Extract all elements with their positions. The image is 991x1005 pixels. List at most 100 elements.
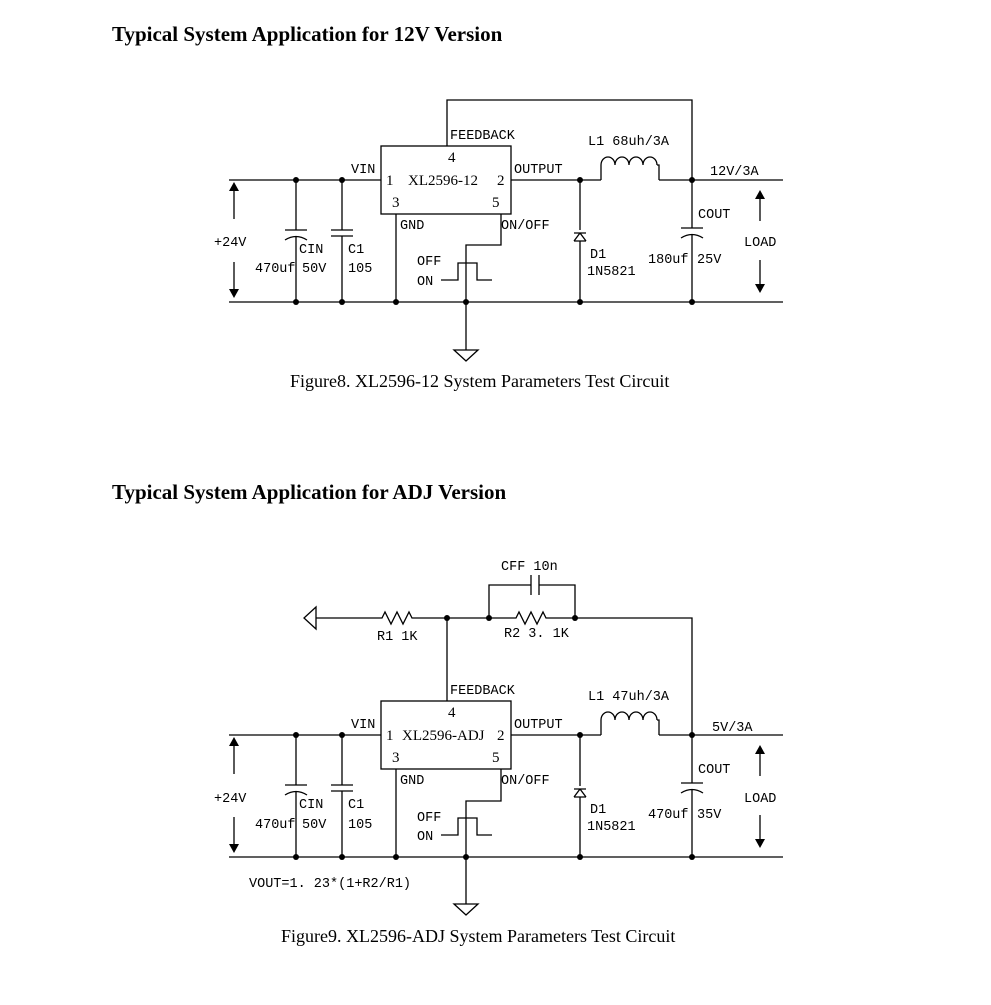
pin-4: 4 [448,150,456,166]
junction-dot [293,177,299,183]
junction-dot [339,299,345,305]
r1-label: R1 1K [377,630,418,645]
onoff-pulse-icon [441,817,492,836]
pin-5: 5 [492,195,500,211]
junction-dot [486,615,492,621]
d1-diode [573,180,587,302]
load-label: LOAD [744,792,776,807]
l1-label: L1 68uh/3A [588,135,670,150]
junction-dot [463,854,469,860]
r2-label: R2 3. 1K [504,627,570,642]
gnd-label: GND [400,774,424,789]
chip-name: XL2596-12 [408,173,478,189]
junction-dot [577,854,583,860]
arrow-head-up [229,182,239,191]
onoff-label: ON/OFF [501,774,550,789]
onoff-wire [465,214,502,302]
pin-2: 2 [497,173,505,189]
d1-label: D1 [590,248,606,263]
load-arrow-head-down [755,284,765,293]
vin-label: VIN [351,163,375,178]
onoff-pulse-icon [441,262,492,281]
junction-dot [293,732,299,738]
junction-dot [577,299,583,305]
figure9-caption: Figure9. XL2596-ADJ System Parameters Te… [281,926,675,946]
cout-capacitor [680,180,704,302]
d1-label: D1 [590,803,606,818]
feedback-label: FEEDBACK [450,684,516,699]
vout-label: 12V/3A [710,165,760,180]
junction-dot [689,854,695,860]
r2-resistor [447,610,693,735]
cout-capacitor [680,735,704,857]
cin-voltage: 50V [302,818,327,833]
output-ref-icon [303,605,317,631]
output-label: OUTPUT [514,163,563,178]
junction-dot [577,732,583,738]
vin-label: VIN [351,718,375,733]
l1-inductor [600,156,660,180]
c1-value: 105 [348,818,372,833]
pin-3: 3 [392,195,400,211]
pin-5: 5 [492,750,500,766]
gnd-label: GND [400,219,424,234]
vsrc-label: +24V [214,236,247,251]
junction-dot [577,177,583,183]
junction-dot [293,854,299,860]
cout-voltage: 35V [697,808,722,823]
feedback-label: FEEDBACK [450,129,516,144]
junction-dot [339,732,345,738]
section-heading-adj: Typical System Application for ADJ Versi… [112,480,507,504]
on-label: ON [417,830,433,845]
cin-label: CIN [299,243,323,258]
c1-label: C1 [348,243,364,258]
off-label: OFF [417,811,441,826]
ground-icon [452,349,480,362]
load-arrow-head-up [755,190,765,199]
junction-dot [339,854,345,860]
figure8-caption: Figure8. XL2596-12 System Parameters Tes… [290,371,669,391]
figure8-circuit: XL2596-12 1 2 3 4 5 VIN OUTPUT FEEDBACK … [214,99,783,391]
d1-part: 1N5821 [587,265,636,280]
cout-value: 470uf [648,808,689,823]
pin-1: 1 [386,728,394,744]
c1-capacitor [331,180,353,302]
cout-value: 180uf [648,253,689,268]
cin-label: CIN [299,798,323,813]
output-label: OUTPUT [514,718,563,733]
xl2596-12-chip [380,145,512,215]
d1-diode [573,735,587,857]
junction-dot [293,299,299,305]
cin-value: 470uf [255,262,296,277]
load-arrow-head-up [755,745,765,754]
c1-capacitor [331,735,353,857]
pin-2: 2 [497,728,505,744]
vsrc-label: +24V [214,792,247,807]
l1-inductor [600,711,660,735]
vout-formula: VOUT=1. 23*(1+R2/R1) [249,877,411,892]
cff-label: CFF 10n [501,560,558,575]
cin-voltage: 50V [302,262,327,277]
feedback-wire [446,99,693,180]
on-label: ON [417,275,433,290]
cin-capacitor [284,180,308,302]
cout-voltage: 25V [697,253,722,268]
xl2596-adj-chip [380,700,512,770]
junction-dot [689,299,695,305]
r1-resistor [316,610,447,626]
arrow-head-down [229,289,239,298]
junction-dot [393,299,399,305]
c1-label: C1 [348,798,364,813]
cout-label: COUT [698,763,730,778]
junction-dot [463,299,469,305]
pin-1: 1 [386,173,394,189]
load-label: LOAD [744,236,776,251]
load-arrow-head-down [755,839,765,848]
section-heading-12v: Typical System Application for 12V Versi… [112,22,503,46]
arrow-head-up [229,737,239,746]
vout-label: 5V/3A [712,721,753,736]
junction-dot [689,177,695,183]
pin-4: 4 [448,705,456,721]
cout-label: COUT [698,208,730,223]
